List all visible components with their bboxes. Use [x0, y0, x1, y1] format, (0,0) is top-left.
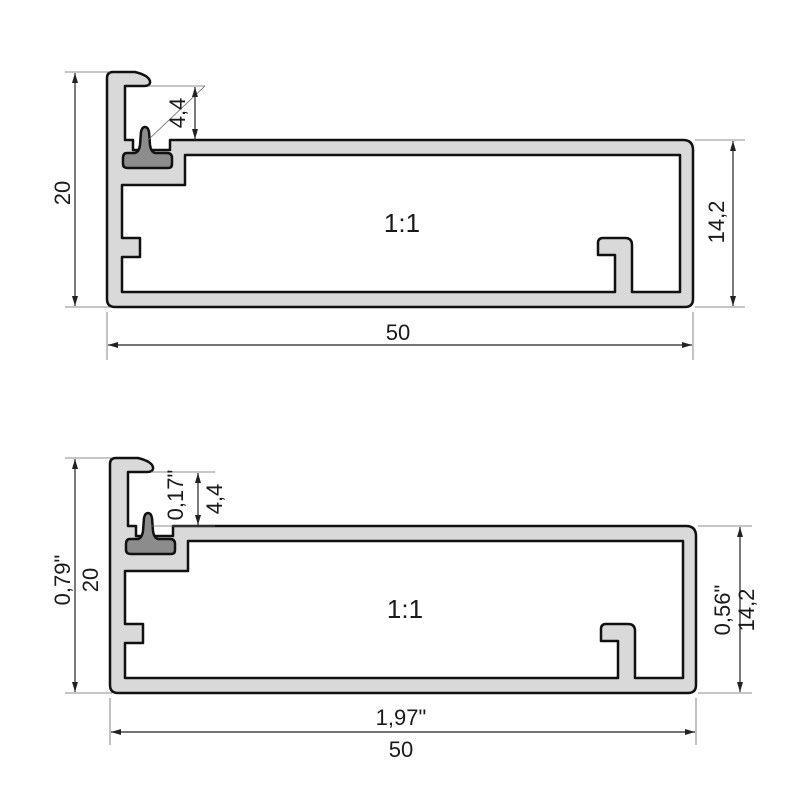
width-dimension: 50	[386, 320, 410, 345]
inner-height-dimension: 14,2	[704, 201, 729, 244]
height-dimension: 20	[78, 568, 103, 592]
seal-offset-dimension: 4,4	[165, 98, 190, 129]
width-dimension: 50	[389, 737, 413, 762]
inner-height-dimension-inch: 0,56"	[710, 585, 735, 636]
scale-label: 1:1	[384, 208, 420, 238]
scale-label: 1:1	[387, 594, 423, 624]
width-dimension-inch: 1,97"	[376, 705, 427, 730]
seal-offset-dimension-inch: 0,17"	[163, 470, 188, 521]
height-dimension-inch: 0,79"	[50, 555, 75, 606]
height-dimension: 20	[50, 181, 75, 205]
drawing-metric: 20 4,4 1:1 14,2 50	[50, 70, 745, 360]
inner-height-dimension: 14,2	[734, 589, 759, 632]
seal-offset-dimension: 4,4	[202, 484, 227, 515]
drawing-imperial: 0,79" 20 0,17" 4,4 1:1 0,56" 14,2 1,97" …	[50, 456, 759, 762]
